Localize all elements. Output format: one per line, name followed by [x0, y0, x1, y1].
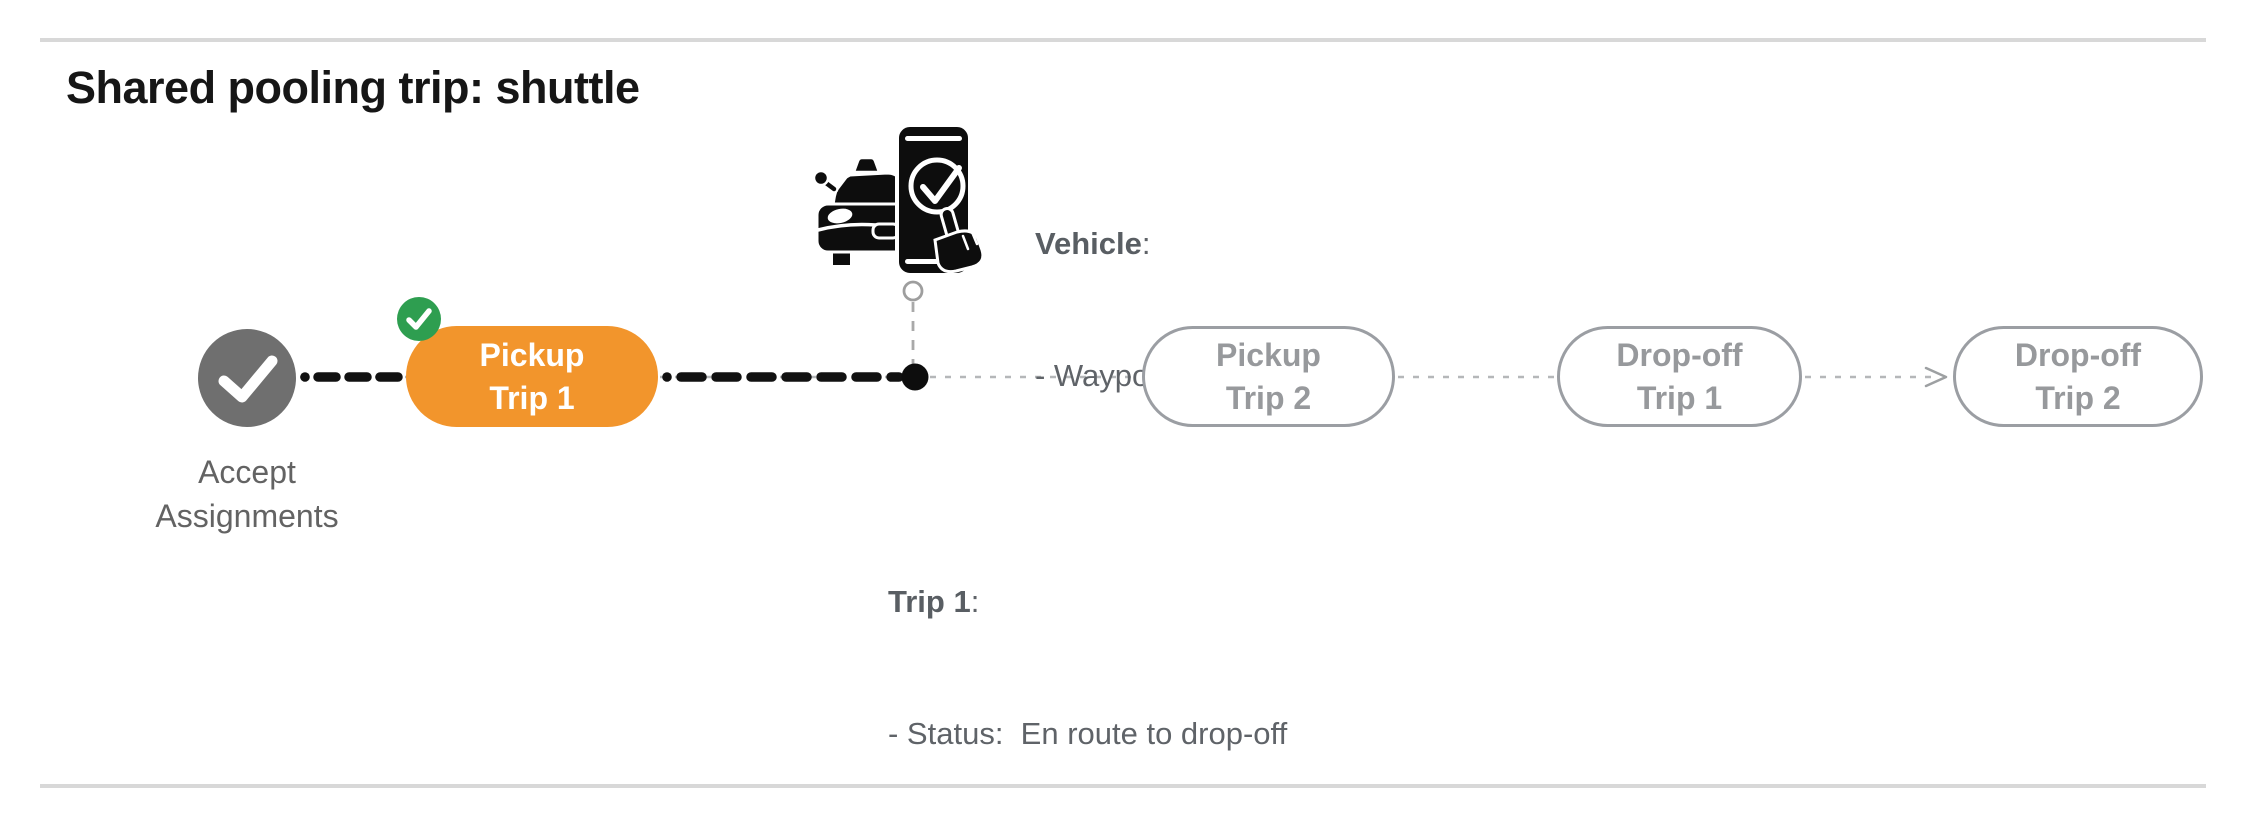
waypoint-pill-pickup-trip-1: Pickup Trip 1: [397, 297, 658, 427]
waypoint-pill-dropoff-trip-1: Drop-off Trip 1: [1557, 326, 1802, 427]
trip1-heading: Trip 1:: [888, 584, 980, 619]
check-badge-icon: [397, 297, 441, 341]
trip-status-info: Trip 1: - Status: En route to drop-off -…: [888, 492, 1287, 825]
top-divider: [40, 38, 2206, 42]
vehicle-heading: Vehicle:: [1035, 226, 1151, 261]
route-arrowhead-icon: [1924, 366, 1948, 388]
tapping-hand-icon: [933, 207, 985, 274]
vehicle-info: Vehicle: - Waypoints: 3: [1035, 134, 1232, 486]
waypoint-pill-dropoff-trip-2: Drop-off Trip 2: [1953, 326, 2203, 427]
completed-route-dot: [300, 372, 310, 382]
page-title: Shared pooling trip: shuttle: [66, 62, 640, 113]
taxi-phone-check-icon: [813, 123, 985, 277]
accept-assignments-node: [198, 329, 296, 427]
bottom-divider: [40, 784, 2206, 788]
trip1-status-line: - Status: En route to drop-off: [888, 716, 1288, 751]
vehicle-link-circle-icon: [902, 280, 924, 302]
completed-route-dot: [662, 372, 672, 382]
taxi-icon: [813, 156, 909, 265]
accept-assignments-label: Accept Assignments: [155, 454, 339, 534]
current-position-dot-icon: [901, 363, 929, 391]
check-icon: [218, 355, 278, 403]
waypoint-pill-pickup-trip-2: Pickup Trip 2: [1142, 326, 1395, 427]
